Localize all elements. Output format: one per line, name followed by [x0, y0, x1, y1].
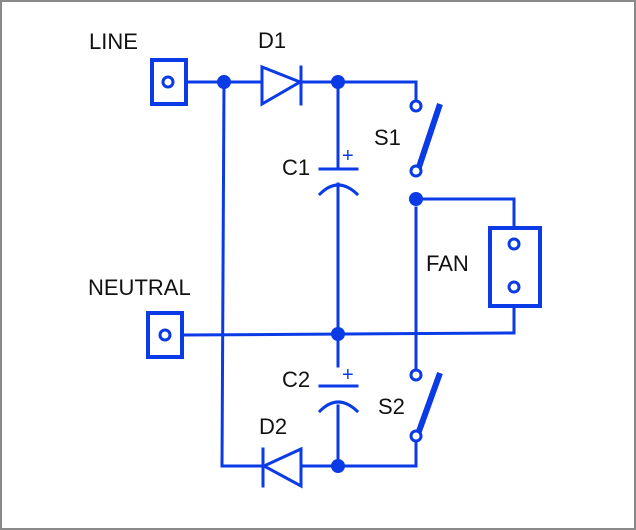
fan-pin-2	[507, 280, 521, 294]
c2-plus-sign: +	[342, 364, 354, 386]
neutral-terminal	[146, 311, 184, 359]
junction-d1-c1	[331, 75, 345, 89]
s1-contact-bottom	[409, 164, 423, 178]
c1-plus-sign: +	[342, 145, 354, 167]
c2-label: C2	[282, 367, 310, 392]
wire-neutral	[182, 331, 516, 337]
s1-label: S1	[374, 125, 401, 150]
neutral-terminal-pin	[158, 328, 172, 342]
s2-label: S2	[378, 394, 405, 419]
s1-contact-top	[409, 99, 423, 113]
neutral-terminal-box	[146, 311, 184, 359]
junction-switch-fan	[409, 192, 423, 206]
d2-label: D2	[259, 414, 287, 439]
s1-lever	[415, 103, 443, 171]
fan-connector	[488, 226, 542, 308]
wire-left-bus	[220, 80, 226, 468]
junction-d2-c2	[331, 459, 345, 473]
switch-s2	[409, 368, 443, 443]
line-label: LINE	[89, 29, 138, 54]
line-terminal-pin	[161, 75, 175, 89]
junction-line	[217, 75, 231, 89]
junctions	[217, 75, 423, 473]
c1-negative-plate	[317, 183, 360, 197]
capacitor-c1	[317, 167, 360, 197]
d2-triangle	[260, 446, 303, 489]
c2-negative-plate	[317, 400, 360, 414]
neutral-label: NEUTRAL	[88, 275, 191, 300]
wires	[182, 80, 516, 468]
switch-s1	[409, 99, 443, 178]
fan-label: FAN	[426, 251, 469, 276]
capacitor-c2	[317, 384, 360, 414]
s2-contact-top	[409, 368, 423, 382]
fan-pin-1	[507, 237, 521, 251]
d1-triangle	[260, 64, 304, 107]
diode-d2	[260, 446, 303, 489]
d1-label: D1	[258, 28, 286, 53]
junction-neutral	[331, 327, 345, 341]
line-terminal	[150, 58, 188, 106]
s2-contact-bottom	[409, 429, 423, 443]
s2-lever	[415, 371, 443, 436]
diode-d1	[260, 64, 304, 107]
c1-label: C1	[282, 155, 310, 180]
